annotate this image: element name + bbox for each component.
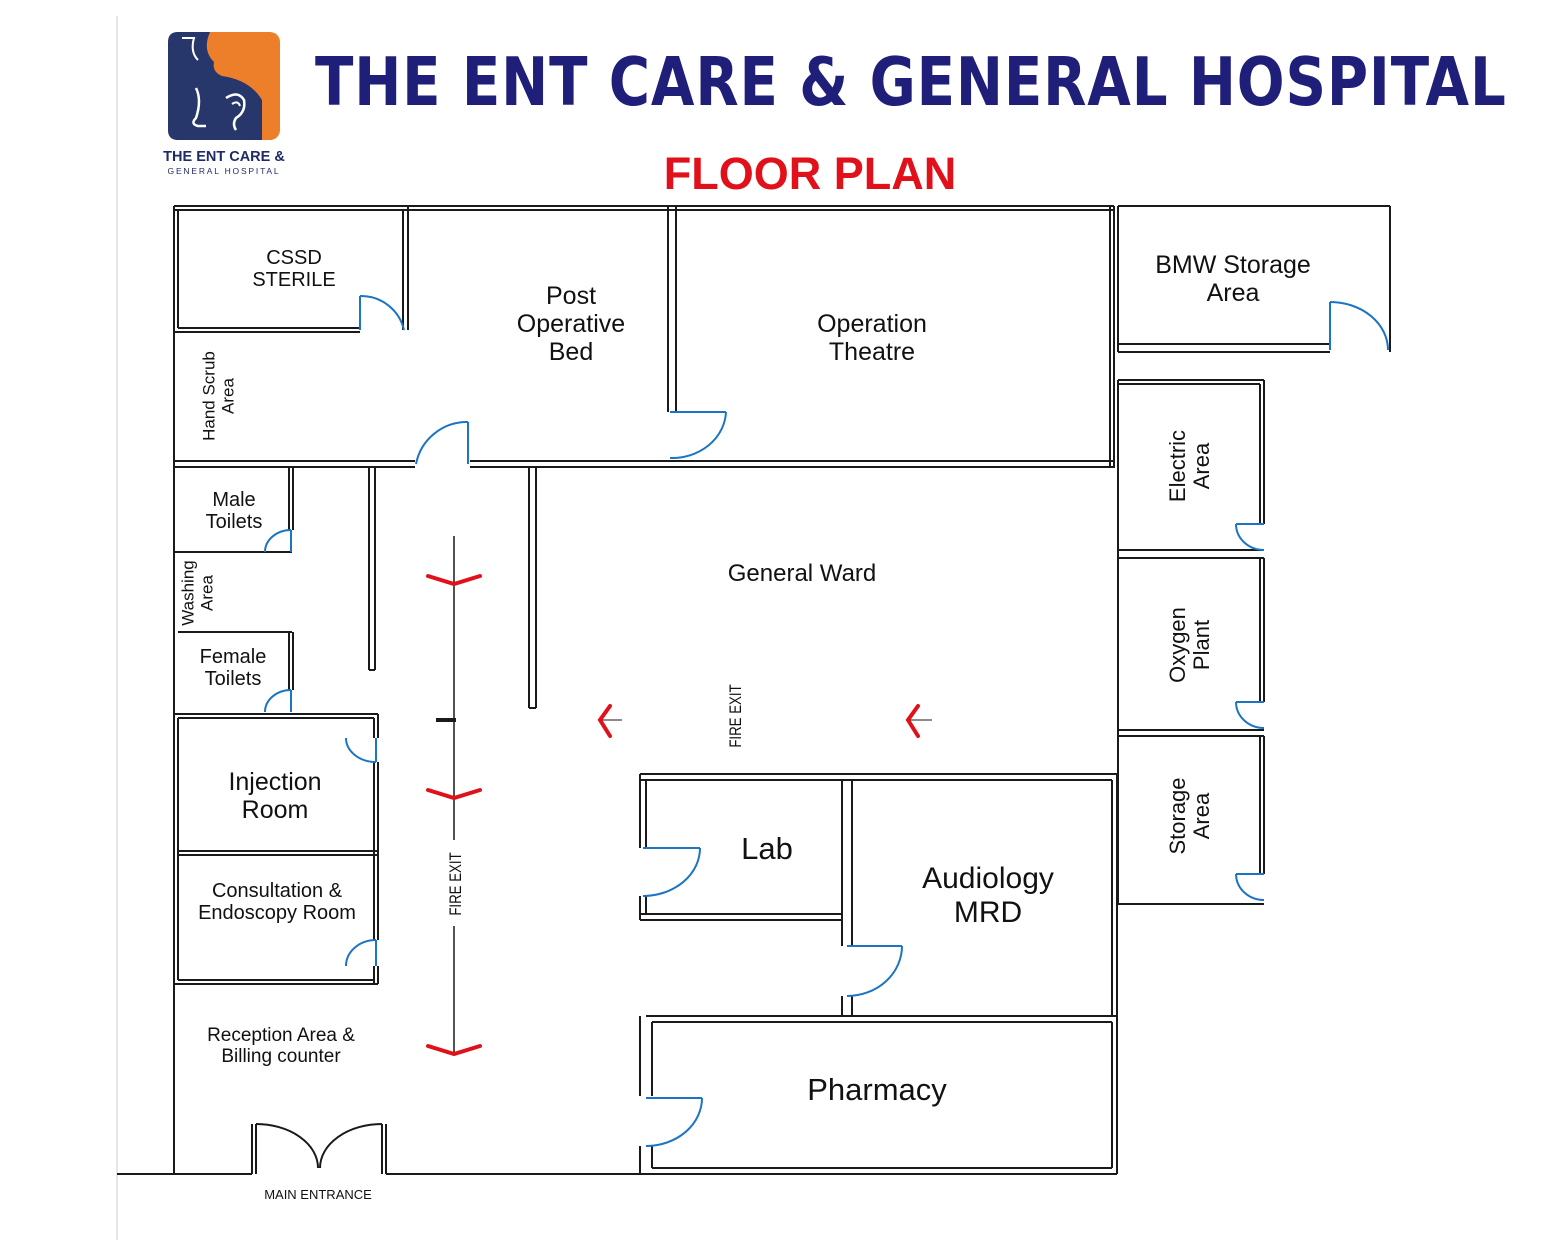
room-label-storage: Storage Area <box>1164 777 1214 855</box>
room-label-electric: Electric Area <box>1164 429 1214 503</box>
room-label-oxygen-plant: Oxygen Plant <box>1164 607 1214 683</box>
operation-theatre-door <box>669 411 727 460</box>
room-label-cssd: CSSD STERILE <box>252 247 336 292</box>
fire-exit-horizontal-label: FIRE EXIT <box>726 684 745 748</box>
room-label-audiology: Audiology MRD <box>922 862 1054 929</box>
hospital-logo <box>168 32 280 140</box>
doors <box>255 294 1389 1169</box>
exit-arrow-down <box>426 788 482 801</box>
bmw-storage-door <box>1329 301 1389 351</box>
electric-door <box>1235 523 1265 551</box>
exit-arrow-left <box>597 704 612 738</box>
room-label-male-toilets: Male Toilets <box>205 489 263 534</box>
post-op-door <box>415 420 469 465</box>
room-label-washing: Washing Area <box>178 560 216 626</box>
room-label-post-operative: Post Operative Bed <box>516 282 626 366</box>
main-entrance-label: MAIN ENTRANCE <box>264 1187 372 1202</box>
fire-exit-route <box>436 536 932 1052</box>
pharmacy-door <box>645 1097 703 1147</box>
walls <box>117 205 1391 1175</box>
room-label-hand-scrub: Hand Scrub Area <box>199 351 237 441</box>
room-label-general-ward: General Ward <box>727 560 877 587</box>
room-label-injection: Injection Room <box>228 768 322 824</box>
injection-door <box>345 737 377 763</box>
exit-arrow-down <box>426 574 482 587</box>
room-label-lab: Lab <box>741 831 793 866</box>
exit-arrow-left <box>905 704 920 738</box>
audiology-door <box>846 945 903 997</box>
room-label-bmw-storage: BMW Storage Area <box>1155 251 1311 307</box>
floor-plan-heading: FLOOR PLAN <box>663 148 957 199</box>
room-label-reception: Reception Area & Billing counter <box>207 1025 355 1068</box>
female-toilet-door <box>264 689 292 713</box>
room-label-female-toilets: Female Toilets <box>199 646 267 691</box>
exit-arrow-down <box>426 1044 482 1057</box>
fire-exit-vertical-label: FIRE EXIT <box>446 852 465 916</box>
room-label-pharmacy: Pharmacy <box>807 1072 947 1107</box>
lab-door <box>642 847 701 897</box>
hospital-title: THE ENT CARE & GENERAL HOSPITAL <box>315 43 1507 121</box>
cssd-door <box>359 294 405 331</box>
logo-name: THE ENT CARE & <box>163 149 285 165</box>
male-toilet-door <box>264 529 292 553</box>
oxygen-door <box>1235 701 1265 729</box>
room-label-consultation: Consultation & Endoscopy Room <box>198 880 356 925</box>
fire-exit-arrows <box>426 574 920 1057</box>
consultation-door <box>345 939 377 967</box>
room-label-operation-theatre: Operation Theatre <box>817 310 927 366</box>
logo-subname: GENERAL HOSPITAL <box>167 166 281 176</box>
main-entrance-door <box>255 1123 383 1169</box>
storage-door <box>1235 873 1265 901</box>
